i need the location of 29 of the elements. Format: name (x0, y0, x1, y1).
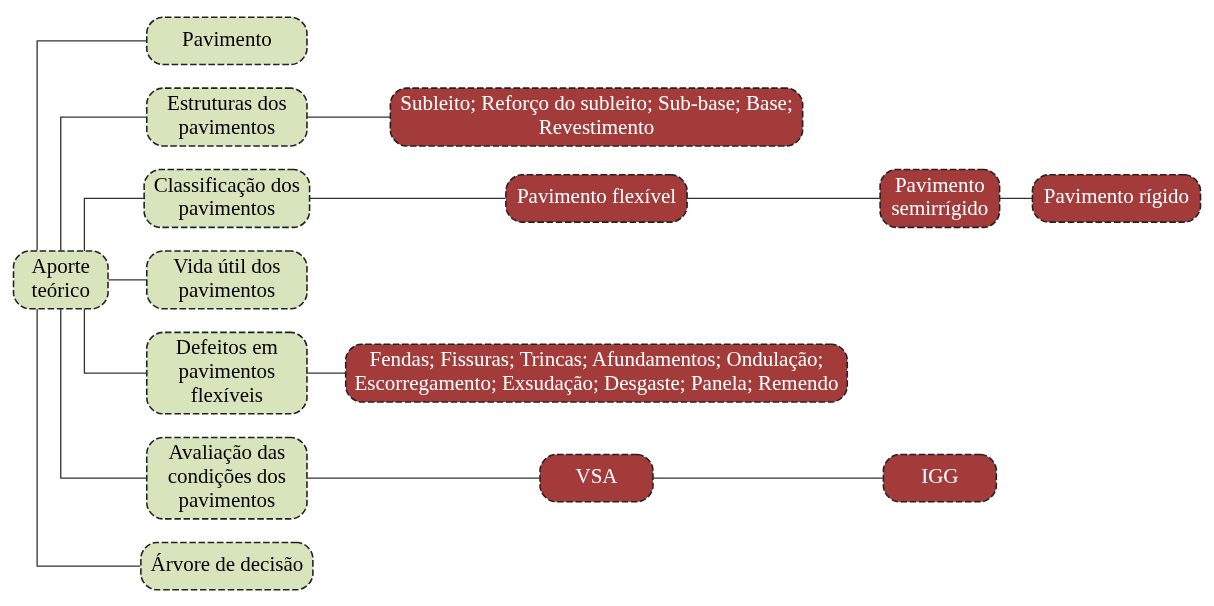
node-box: Pavimento rígido (1031, 173, 1202, 223)
connector (306, 371, 346, 374)
connector (83, 197, 145, 252)
node-box: IGG (882, 453, 998, 503)
connector (107, 278, 147, 280)
connector (652, 477, 884, 479)
node-box: Avaliação das condições dos pavimentos (146, 436, 308, 520)
connector (686, 197, 881, 199)
connector (36, 307, 141, 567)
node-box: VSA (539, 453, 654, 503)
connector (60, 115, 148, 251)
node-box: Defeitos em pavimentos flexíveis (146, 331, 308, 415)
node-box: Árvore de decisão (140, 541, 314, 591)
connector (999, 197, 1033, 199)
node-box: Fendas; Fissuras; Trincas; Afundamentos; Ondulação; Escorregamento; Exsudação; Desgaste; Panela; Remendo (344, 342, 849, 403)
node-box: Pavimento flexível (505, 173, 688, 223)
connector (83, 307, 148, 374)
node-box: Aporte teórico (12, 249, 109, 310)
node-box: Subleito; Reforço do subleito; Sub-base; Base; Revestimento (389, 86, 804, 147)
node-box: Pavimento semirrígido (879, 168, 1001, 228)
connector (306, 477, 541, 479)
node-box: Estruturas dos pavimentos (146, 86, 308, 147)
connector (306, 115, 391, 118)
connector (36, 39, 148, 251)
node-box: Classificação dos pavimentos (143, 168, 311, 228)
connector (60, 307, 148, 479)
connector (309, 197, 507, 199)
node-box: Vida útil dos pavimentos (146, 249, 308, 310)
node-box: Pavimento (146, 15, 308, 65)
